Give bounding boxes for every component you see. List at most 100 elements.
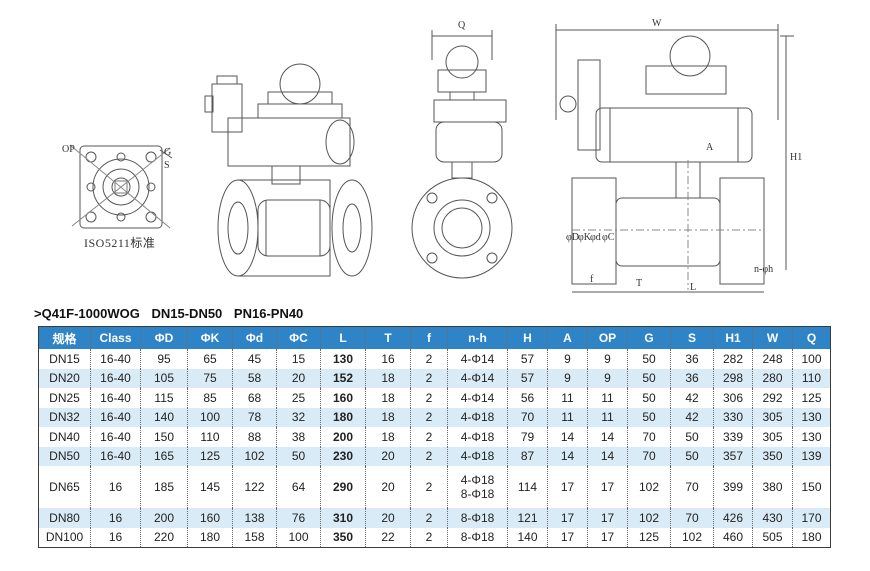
header-cell: n-h — [447, 326, 508, 349]
nh-value-line: 8-Φ18 — [460, 487, 495, 501]
header-cell: S — [670, 326, 714, 349]
iso5211-flange-drawing — [69, 144, 173, 229]
table-cell: 4-Φ14 — [447, 368, 508, 388]
table-cell: 11 — [547, 388, 588, 408]
table-cell: 2 — [410, 388, 448, 408]
table-cell: 430 — [752, 508, 793, 528]
table-cell: 230 — [320, 446, 366, 466]
header-cell: Φd — [232, 326, 277, 349]
table-cell: 70 — [670, 508, 714, 528]
size-range-label: DN15-DN50 — [151, 306, 223, 321]
table-cell: 50 — [627, 388, 671, 408]
table-cell: 50 — [670, 446, 714, 466]
table-cell: 130 — [792, 407, 831, 427]
table-cell: 180 — [187, 527, 233, 548]
table-cell: DN50 — [38, 446, 91, 466]
phi-c-label: φC — [602, 232, 615, 243]
table-cell: 88 — [232, 427, 277, 447]
table-cell: 2 — [410, 446, 448, 466]
table-cell: 306 — [713, 388, 753, 408]
table-cell: 20 — [365, 508, 411, 528]
table-header-row: 规格 Class ΦD ΦK Φd ΦC L T f n-h H A OP G … — [38, 326, 831, 349]
table-cell: 50 — [276, 446, 321, 466]
header-cell: ΦC — [276, 326, 321, 349]
phi-d-label: φD — [566, 232, 579, 243]
table-cell: 125 — [187, 446, 233, 466]
table-cell: 50 — [670, 427, 714, 447]
header-cell: f — [410, 326, 448, 349]
table-cell: 170 — [792, 508, 831, 528]
table-cell: 18 — [365, 407, 411, 427]
table-cell: 310 — [320, 508, 366, 528]
table-cell: 9 — [547, 368, 588, 388]
table-cell: 11 — [587, 407, 628, 427]
table-cell: 140 — [140, 407, 188, 427]
table-cell: 16-40 — [90, 388, 141, 408]
header-cell: L — [320, 326, 366, 349]
table-cell: 350 — [752, 446, 793, 466]
table-cell: 2 — [410, 508, 448, 528]
table-cell: 4-Φ14 — [447, 349, 508, 369]
table-cell: 50 — [627, 368, 671, 388]
table-cell: 130 — [320, 349, 366, 369]
pressure-range-label: PN16-PN40 — [233, 306, 304, 321]
phi-k-label: φK — [578, 232, 592, 243]
table-cell: DN15 — [49, 351, 80, 366]
table-cell: 17 — [547, 466, 588, 508]
table-cell: 160 — [187, 508, 233, 528]
table-cell: 138 — [232, 508, 277, 528]
table-cell: 70 — [507, 407, 548, 427]
table-cell: 64 — [276, 466, 321, 508]
table-cell: 140 — [507, 527, 548, 548]
table-cell: 220 — [140, 527, 188, 548]
table-cell: 248 — [752, 349, 793, 369]
spec-heading: >Q41F-1000WOG DN15-DN50 PN16-PN40 — [34, 306, 311, 321]
table-cell: 57 — [507, 368, 548, 388]
table-cell: 102 — [627, 466, 671, 508]
table-cell: 36 — [670, 368, 714, 388]
table-cell: 350 — [320, 527, 366, 548]
table-cell: 14 — [547, 446, 588, 466]
table-cell: 78 — [232, 407, 277, 427]
table-cell: 70 — [627, 427, 671, 447]
table-cell: DN40 — [49, 429, 80, 444]
table-cell: 16 — [365, 349, 411, 369]
table-cell: 115 — [140, 388, 188, 408]
g-dimension-label: G — [164, 147, 171, 158]
table-cell: 305 — [752, 427, 793, 447]
table-cell: 45 — [232, 349, 277, 369]
table-cell: 125 — [792, 388, 831, 408]
table-cell: 57 — [507, 349, 548, 369]
table-cell: 460 — [713, 527, 753, 548]
valve-section-view-drawing — [555, 24, 794, 293]
header-cell: A — [547, 326, 588, 349]
table-cell: 87 — [507, 446, 548, 466]
table-cell: 65 — [187, 349, 233, 369]
table-cell: 22 — [365, 527, 411, 548]
table-cell: 399 — [713, 466, 753, 508]
table-cell: 130 — [792, 427, 831, 447]
table-cell: 16 — [90, 466, 141, 508]
table-cell: 15 — [276, 349, 321, 369]
table-cell: 122 — [232, 466, 277, 508]
table-cell: 79 — [507, 427, 548, 447]
table-cell: DN100 — [45, 530, 84, 545]
table-cell: 158 — [232, 527, 277, 548]
table-cell: 16-40 — [90, 446, 141, 466]
table-cell: 50 — [627, 349, 671, 369]
table-cell: 36 — [670, 349, 714, 369]
table-cell: 4-Φ18 — [447, 427, 508, 447]
header-cell: H1 — [713, 326, 753, 349]
header-cell: T — [365, 326, 411, 349]
table-cell: 14 — [587, 446, 628, 466]
header-cell: OP — [587, 326, 628, 349]
table-cell: 95 — [140, 349, 188, 369]
table-cell: 25 — [276, 388, 321, 408]
table-cell: 114 — [507, 466, 548, 508]
spec-table: 规格 Class ΦD ΦK Φd ΦC L T f n-h H A OP G … — [38, 326, 831, 548]
valve-side-view-drawing — [411, 30, 513, 279]
